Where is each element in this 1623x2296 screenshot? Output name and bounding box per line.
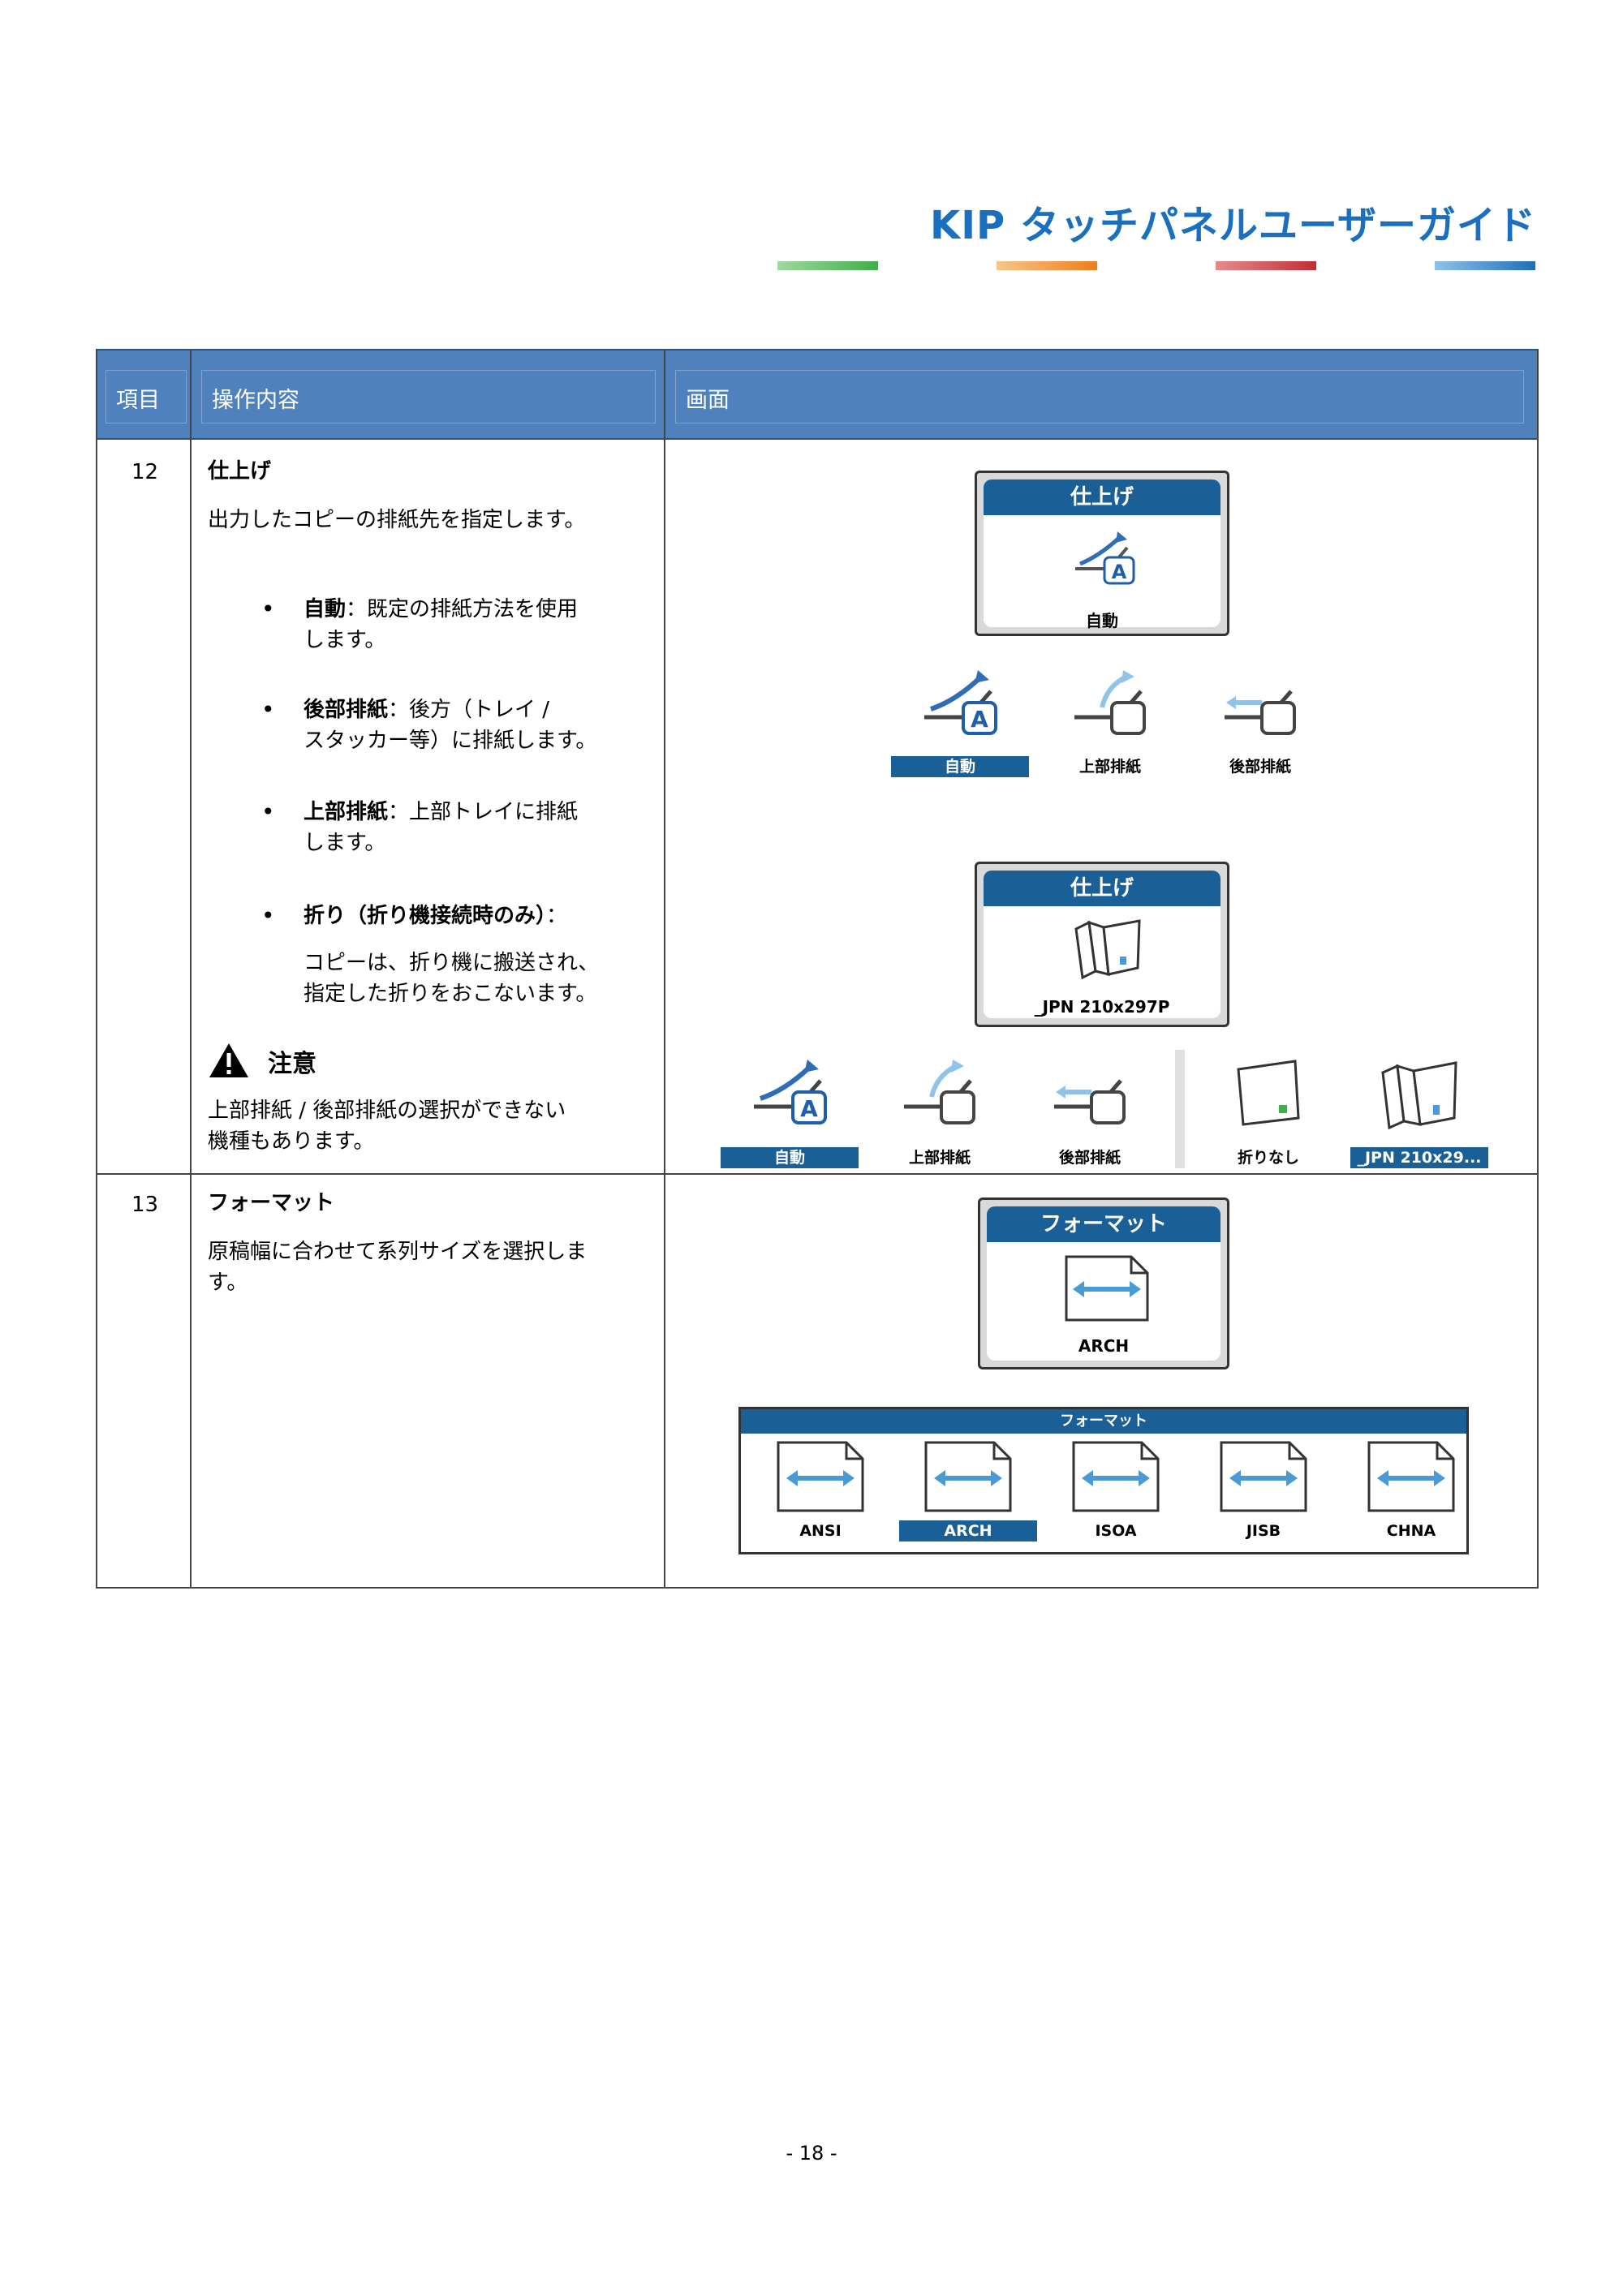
option-label: ISOA (1095, 1522, 1137, 1540)
no-fold-icon (1237, 1060, 1300, 1126)
option-auto[interactable]: A 自動 (721, 1060, 859, 1173)
output-auto-icon: A (924, 670, 997, 735)
panel-value: ARCH (1078, 1336, 1130, 1356)
finish-panel-fold[interactable]: 仕上げ _JPN 210x297P (975, 862, 1229, 1027)
accent-bar-red (1216, 261, 1316, 270)
option-label: JISB (1246, 1522, 1281, 1540)
header-item: 項目 (105, 370, 187, 424)
paper-format-icon (1220, 1441, 1307, 1512)
svg-text:A: A (971, 706, 988, 733)
accent-bar-orange (997, 261, 1097, 270)
bullet-rear-output: 後部排紙：後方（トレイ / スタッカー等）に排紙します。 (261, 694, 596, 756)
option-auto[interactable]: A 自動 (891, 670, 1029, 784)
row-number: 12 (131, 460, 159, 484)
option-label: 折りなし (1237, 1149, 1299, 1167)
panel-value: 自動 (1086, 611, 1118, 630)
instruction-table: 項目 操作内容 画面 12 仕上げ 出力したコピーの排紙先を指定します。 自動：… (96, 349, 1539, 1589)
option-no-fold[interactable]: 折りなし (1199, 1060, 1337, 1173)
warning-icon (209, 1043, 248, 1077)
caution-title: 注意 (268, 1050, 316, 1078)
row-divider (96, 1173, 1539, 1175)
row-title: フォーマット (208, 1191, 335, 1215)
paper-format-icon (1072, 1441, 1160, 1512)
table-border-left (96, 349, 97, 1589)
table-border-bottom (96, 1587, 1539, 1589)
panel-header: フォーマット (987, 1206, 1220, 1242)
row-description: 原稿幅に合わせて系列サイズを選択しま す。 (208, 1240, 588, 1295)
bullet-top-output: 上部排紙：上部トレイに排紙 します。 (261, 797, 578, 858)
output-rear-icon (1225, 690, 1296, 735)
table-divider-2 (664, 349, 665, 1589)
paper-format-icon (777, 1441, 864, 1512)
paper-format-icon (1367, 1441, 1455, 1512)
paper-format-icon (924, 1441, 1012, 1512)
format-option-chna[interactable]: CHNA (1342, 1439, 1480, 1551)
fold-note: コピーは、折り機に搬送され、 指定した折りをおこないます。 (304, 951, 600, 1006)
fold-icon (1074, 919, 1141, 980)
option-rear-output[interactable]: 後部排紙 (1191, 670, 1329, 784)
table-divider-1 (190, 349, 192, 1589)
panel-value: _JPN 210x297P (1034, 997, 1170, 1017)
accent-bar-green (777, 261, 878, 270)
caution-text: 上部排紙 / 後部排紙の選択ができない 機種もあります。 (208, 1099, 566, 1154)
row-description: 出力したコピーの排紙先を指定します。 (208, 508, 586, 532)
option-fold-jpn[interactable]: _JPN 210x29... (1350, 1060, 1488, 1173)
page-number: - 18 - (786, 2142, 837, 2165)
option-label: 上部排紙 (1078, 758, 1141, 776)
option-top-output[interactable]: 上部排紙 (1041, 670, 1179, 784)
option-label: 自動 (891, 756, 1029, 777)
output-auto-icon: A (754, 1060, 827, 1124)
option-rear-output[interactable]: 後部排紙 (1021, 1060, 1159, 1173)
accent-bar-blue (1435, 261, 1535, 270)
option-label: _JPN 210x29... (1350, 1147, 1488, 1168)
option-label: CHNA (1386, 1522, 1436, 1540)
svg-text:A: A (1112, 561, 1127, 583)
output-auto-icon: A (1075, 531, 1135, 585)
panel-header: 仕上げ (984, 871, 1220, 906)
option-label: 後部排紙 (1229, 758, 1291, 776)
option-label: ARCH (899, 1520, 1037, 1541)
table-border-right (1537, 349, 1539, 1589)
bullet-auto: 自動：既定の排紙方法を使用 します。 (261, 594, 578, 656)
output-rear-icon (1054, 1079, 1126, 1124)
output-top-icon (1074, 670, 1146, 735)
option-top-output[interactable]: 上部排紙 (871, 1060, 1009, 1173)
paper-format-icon (1065, 1255, 1149, 1322)
output-top-icon (904, 1060, 975, 1124)
document-title: KIP タッチパネルユーザーガイド (930, 203, 1536, 248)
option-label: 後部排紙 (1058, 1149, 1121, 1167)
fold-icon (1381, 1061, 1457, 1130)
selector-header: フォーマット (741, 1409, 1466, 1434)
option-label: 上部排紙 (908, 1149, 971, 1167)
format-option-jisb[interactable]: JISB (1195, 1439, 1332, 1551)
row-number: 13 (131, 1193, 159, 1217)
finish-panel-auto[interactable]: 仕上げ A 自動 (975, 471, 1229, 636)
option-separator (1175, 1050, 1185, 1168)
format-option-ansi[interactable]: ANSI (751, 1439, 889, 1551)
format-panel[interactable]: フォーマット ARCH (978, 1197, 1229, 1369)
option-label: ANSI (799, 1522, 842, 1540)
format-option-arch[interactable]: ARCH (899, 1439, 1037, 1551)
row-title: 仕上げ (208, 459, 272, 484)
svg-text:A: A (800, 1095, 818, 1122)
table-header: 項目 操作内容 画面 (96, 349, 1539, 440)
bullet-fold: 折り（折り機接続時のみ）： (261, 901, 567, 931)
option-label: 自動 (721, 1147, 859, 1168)
format-option-isoa[interactable]: ISOA (1047, 1439, 1185, 1551)
header-operation: 操作内容 (201, 370, 656, 424)
panel-header: 仕上げ (984, 479, 1220, 515)
header-screen: 画面 (675, 370, 1524, 424)
